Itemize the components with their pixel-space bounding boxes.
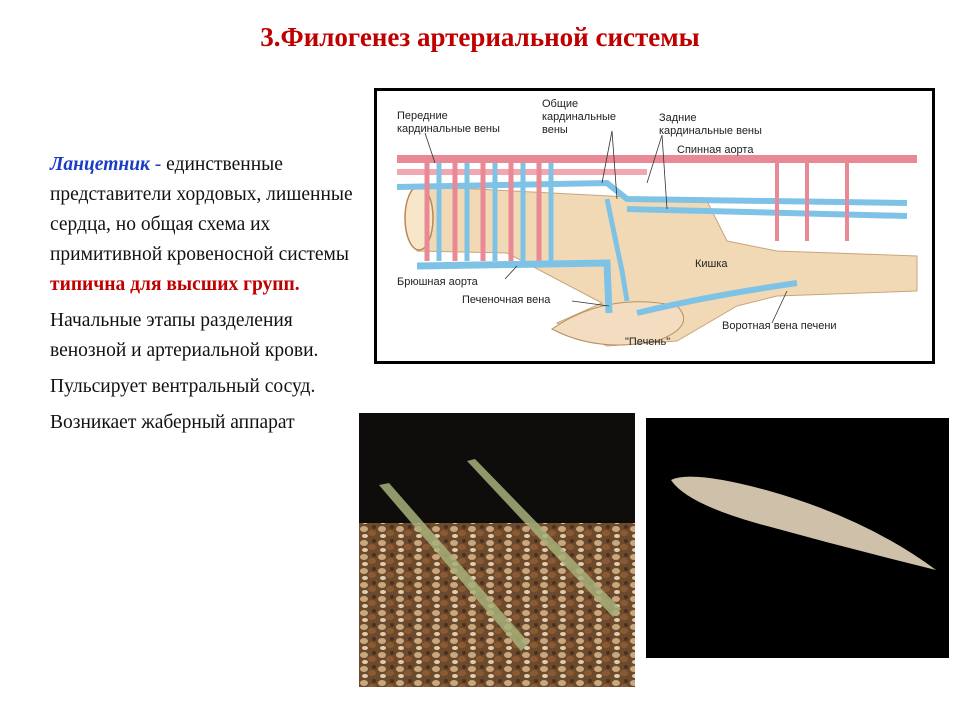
label-common-cardinal-2: кардинальные: [542, 111, 616, 123]
label-dorsal-aorta: Спинная аорта: [677, 144, 754, 156]
paragraph-gill-apparatus: Возникает жаберный аппарат: [50, 412, 295, 433]
circulatory-diagram: Передние кардинальные вены Общие кардина…: [374, 88, 935, 364]
hepatic-vein: [604, 198, 630, 302]
label-hepatic-vein: Печеночная вена: [462, 294, 551, 306]
gill-arches: [424, 163, 554, 261]
intestine-shape: [416, 185, 918, 347]
paragraph-separation: Начальные этапы разделения венозной и ар…: [50, 310, 319, 361]
label-common-cardinal-1: Общие: [542, 98, 578, 110]
dorsal-aorta: [397, 155, 917, 163]
ventral-aorta: [416, 259, 613, 314]
paragraph-lancelet-body: единственные представители хордовых, лиш…: [50, 154, 353, 265]
page-title: 3.Филогенез артериальной системы: [260, 22, 700, 52]
label-rear-cardinal-1: Задние: [659, 112, 697, 124]
label-front-cardinal-1: Передние: [397, 110, 448, 122]
segmental-vessels: [775, 163, 849, 241]
paragraph-lancelet: Ланцетник - единственные представители х…: [50, 150, 368, 300]
label-leaders: [424, 130, 788, 324]
portal-vein: [636, 280, 798, 316]
lancelet-left: [379, 483, 529, 651]
gravel-bed: [359, 523, 635, 687]
paragraph-lancelet-highlight: типична для высших групп.: [50, 274, 300, 295]
paragraph-ventral-vessel: Пульсирует вентральный сосуд.: [50, 376, 316, 397]
label-liver: "Печень": [625, 336, 670, 348]
text-block: Ланцетник - единственные представители х…: [50, 150, 368, 444]
lancelet-term: Ланцетник: [50, 154, 150, 175]
circulatory-diagram-drawing: Передние кардинальные вены Общие кардина…: [396, 98, 918, 348]
posterior-cardinal-vein: [626, 206, 908, 219]
label-intestine: Кишка: [695, 258, 728, 270]
label-common-cardinal-3: вены: [542, 124, 568, 136]
term-dash: -: [149, 154, 167, 175]
lancelets-on-gravel-photo: [359, 413, 635, 687]
lancelet-photo-dark: [646, 418, 949, 658]
label-ventral-aorta: Брюшная аорта: [397, 276, 479, 288]
label-portal-vein: Воротная вена печени: [722, 320, 837, 332]
label-front-cardinal-2: кардинальные вены: [397, 123, 500, 135]
lancelet-body: [671, 476, 936, 570]
label-rear-cardinal-2: кардинальные вены: [659, 125, 762, 137]
anterior-cardinal-vein: [396, 179, 908, 206]
lancelet-right: [467, 459, 621, 617]
